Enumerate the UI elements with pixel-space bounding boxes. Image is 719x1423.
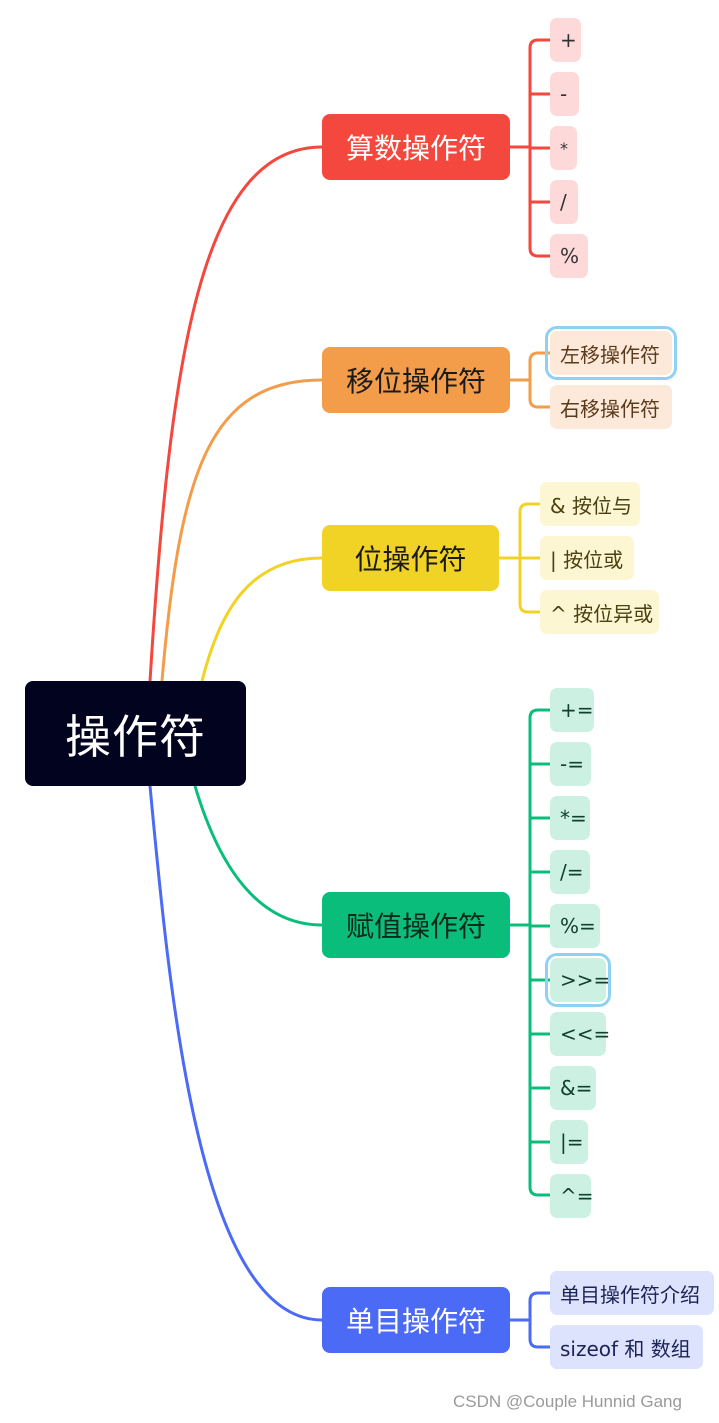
bracket-arithmetic — [510, 38, 550, 258]
leaf-modulo-assign[interactable]: %= — [550, 904, 600, 948]
leaf-plus[interactable]: + — [550, 18, 581, 62]
leaf-left-shift-assign[interactable]: <<= — [550, 1012, 610, 1056]
link-root-bitwise — [200, 556, 323, 682]
leaf-minus[interactable]: - — [550, 72, 579, 116]
root-node[interactable]: 操作符 — [25, 681, 246, 786]
leaf-divide[interactable]: / — [550, 180, 578, 224]
branch-arithmetic[interactable]: 算数操作符 — [322, 114, 510, 180]
branch-bitwise[interactable]: 位操作符 — [322, 525, 499, 591]
leaf-modulo[interactable]: % — [550, 234, 588, 278]
branch-unary[interactable]: 单目操作符 — [322, 1287, 510, 1353]
leaf-or-assign[interactable]: |= — [550, 1120, 588, 1164]
leaf-bitwise-or[interactable]: | 按位或 — [540, 536, 634, 580]
bracket-shift — [510, 351, 550, 409]
leaf-multiply[interactable]: * — [550, 126, 577, 170]
leaf-and-assign[interactable]: &= — [550, 1066, 596, 1110]
leaf-left-shift[interactable]: 左移操作符 — [545, 326, 677, 380]
leaf-right-shift[interactable]: 右移操作符 — [550, 385, 672, 429]
bracket-assign — [510, 708, 550, 1197]
leaf-unary-intro[interactable]: 单目操作符介绍 — [550, 1271, 714, 1315]
branch-assignment[interactable]: 赋值操作符 — [322, 892, 510, 958]
leaf-bitwise-and[interactable]: & 按位与 — [540, 482, 640, 526]
leaf-minus-assign[interactable]: -= — [550, 742, 591, 786]
link-root-shift — [160, 378, 323, 682]
leaf-divide-assign[interactable]: /= — [550, 850, 590, 894]
branch-shift[interactable]: 移位操作符 — [322, 347, 510, 413]
link-root-unary — [148, 785, 323, 1322]
leaf-sizeof-array[interactable]: sizeof 和 数组 — [550, 1325, 703, 1369]
watermark: CSDN @Couple Hunnid Gang — [453, 1392, 682, 1411]
bracket-unary — [510, 1291, 550, 1349]
leaf-xor-assign[interactable]: ^= — [550, 1174, 594, 1218]
leaf-bitwise-xor[interactable]: ^ 按位异或 — [540, 590, 659, 634]
link-root-assign — [193, 785, 323, 927]
leaf-plus-assign[interactable]: += — [550, 688, 594, 732]
leaf-multiply-assign[interactable]: *= — [550, 796, 590, 840]
link-root-arithmetic — [148, 145, 323, 682]
leaf-right-shift-assign[interactable]: >>= — [545, 953, 611, 1007]
bracket-bitwise — [499, 502, 540, 614]
